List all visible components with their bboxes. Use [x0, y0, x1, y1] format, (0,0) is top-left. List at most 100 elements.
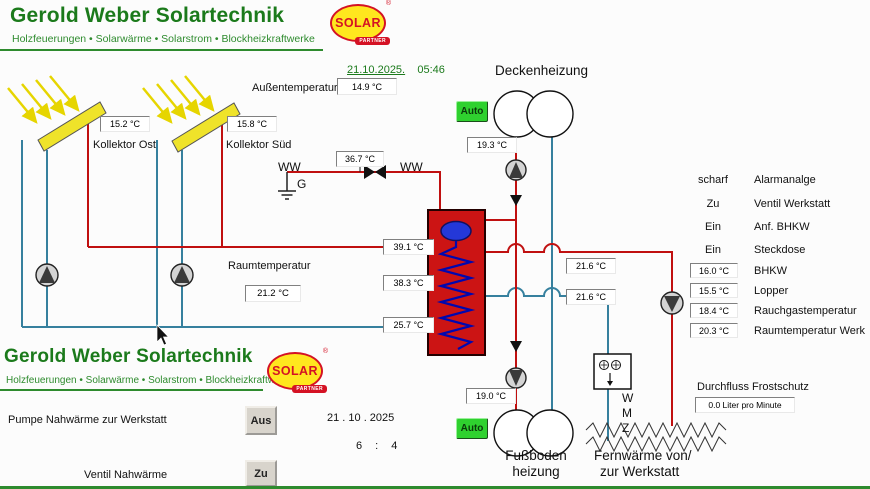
room-temp-label: Raumtemperatur [228, 260, 311, 272]
room-temp-value: 21.2 °C [245, 285, 301, 302]
deckenheizung-symbol [493, 90, 574, 138]
status-label: Anf. BHKW [754, 221, 810, 233]
auto-button-fussboden[interactable]: Auto [456, 418, 488, 439]
pump-solar-ost-icon [35, 263, 59, 287]
date-text: 21.10.2025. [347, 64, 406, 76]
brand-title: Gerold Weber Solartechnik [10, 4, 285, 27]
valve-ww-icon [364, 165, 386, 179]
tank-top-port [440, 220, 472, 242]
status-value-row-lopper: 15.5 °C Lopper [688, 283, 788, 298]
solar-logo-partner: PARTNER [292, 385, 327, 393]
deckenheizung-supply-temp: 19.3 °C [467, 137, 517, 153]
ground-icon [278, 172, 296, 200]
tank-coil-icon [436, 241, 476, 350]
bottom-border [0, 486, 870, 489]
solar-logo-word: SOLAR [335, 16, 381, 30]
control-date: 21 . 10 . 2025 [327, 412, 395, 424]
solar-partner-logo: SOLAR PARTNER ® [330, 0, 391, 48]
wmz-letter-z: Z [622, 421, 630, 435]
status-label: Lopper [754, 284, 789, 297]
outdoor-temp-value: 14.9 °C [337, 78, 397, 95]
mouse-cursor [156, 324, 170, 346]
pump-werkstatt-icon [660, 291, 684, 315]
pump-solar-sued-icon [170, 263, 194, 287]
status-value-box: 18.4 °C [690, 303, 738, 318]
status-state: Zu [706, 198, 720, 210]
collector-ost-label: Kollektor Ost [93, 139, 156, 151]
solar-logo-partner: PARTNER [355, 37, 390, 45]
collector-ost-panel [37, 101, 107, 152]
status-row-alarm: scharf Alarmanalge [688, 174, 816, 186]
solar-logo-oval: SOLAR [267, 352, 323, 390]
buffer-tank [427, 209, 486, 356]
control-time: 6 : 4 [356, 440, 403, 452]
fussboden-title-line1: Fußboden [505, 448, 567, 463]
fernwaerme-title-line1: Fernwärme von/ [594, 448, 692, 463]
status-label: Raumtemperatur Werk [754, 324, 866, 337]
hot-pipes [87, 122, 673, 426]
status-value-box: 20.3 °C [690, 323, 738, 338]
datetime: 21.10.2025. 05:46 [347, 64, 445, 76]
sun-rays-sued-icon [142, 75, 215, 124]
status-state: Ein [705, 221, 721, 233]
ventil-nahwaerme-label: Ventil Nahwärme [84, 469, 168, 481]
collector-sued-label: Kollektor Süd [226, 139, 292, 151]
flow-value: 0.0 Liter pro Minute [695, 397, 795, 413]
status-value-box: 15.5 °C [690, 283, 738, 298]
fernwaerme-title-line2: zur Werkstatt [600, 464, 680, 479]
werkstatt-return-temp: 21.6 °C [566, 289, 616, 305]
footer-brand-subtitle: Holzfeuerungen • Solarwärme • Solarstrom… [6, 375, 295, 386]
fussboden-supply-temp: 19.0 °C [466, 388, 516, 404]
fussboden-title-line2: heizung [512, 464, 560, 479]
werkstatt-supply-temp: 21.6 °C [566, 258, 616, 274]
tank-temp-mid: 38.3 °C [383, 275, 434, 291]
status-row-bhkw: Ein Anf. BHKW [688, 221, 810, 233]
flow-label: Durchfluss Frostschutz [697, 381, 809, 393]
wmz-letter-w: W [622, 391, 634, 405]
pump-fussboden-icon [505, 367, 527, 389]
status-label: BHKW [754, 264, 787, 277]
ww-label-left: WW [278, 160, 301, 174]
collector-sued-temp: 15.8 °C [227, 116, 277, 132]
wmz-letter-m: M [622, 406, 632, 420]
brand-subtitle: Holzfeuerungen • Solarwärme • Solarstrom… [12, 33, 315, 45]
status-label: Rauchgastemperatur [754, 304, 857, 317]
ww-label-right: WW [400, 160, 423, 174]
status-value-row-bhkw: 16.0 °C BHKW [688, 263, 787, 278]
collector-ost-temp: 15.2 °C [100, 116, 150, 132]
pump-deckenheizung-icon [505, 159, 527, 181]
wmz-meter [593, 353, 632, 390]
solar-logo-reg: ® [385, 0, 391, 7]
ww-g-label: G [297, 177, 307, 191]
outdoor-temp-label: Außentemperatur [252, 82, 338, 94]
sun-rays-ost-icon [7, 75, 80, 124]
collector-sued-panel [171, 102, 241, 153]
status-value-row-raumtemp-werk: 20.3 °C Raumtemperatur Werk [688, 323, 865, 338]
status-label: Steckdose [754, 244, 806, 256]
status-state: Ein [705, 244, 721, 256]
ventil-nahwaerme-button[interactable]: Zu [245, 460, 277, 487]
status-value-box: 16.0 °C [690, 263, 738, 278]
ww-temp: 36.7 °C [336, 151, 384, 167]
solar-logo-reg: ® [322, 348, 328, 355]
deckenheizung-title: Deckenheizung [495, 63, 589, 78]
fussbodenheizung-symbol [493, 409, 574, 457]
fernwaerme-lines-icon [585, 421, 727, 453]
status-row-ventil: Zu Ventil Werkstatt [688, 198, 831, 210]
header-divider [0, 49, 323, 51]
auto-button-deckenheizung[interactable]: Auto [456, 101, 488, 122]
tank-temp-bottom: 25.7 °C [383, 317, 434, 333]
solar-logo-word: SOLAR [272, 364, 318, 378]
pump-nahwaerme-button[interactable]: Aus [245, 406, 277, 435]
status-label: Ventil Werkstatt [754, 198, 831, 210]
status-row-steckdose: Ein Steckdose [688, 244, 805, 256]
tank-temp-top: 39.1 °C [383, 239, 434, 255]
footer-divider [0, 389, 263, 391]
status-state: scharf [698, 174, 728, 186]
time-text: 05:46 [417, 64, 445, 76]
footer-brand-title: Gerold Weber Solartechnik [4, 346, 253, 367]
pump-nahwaerme-label: Pumpe Nahwärme zur Werkstatt [8, 414, 167, 426]
status-label: Alarmanalge [754, 174, 816, 186]
